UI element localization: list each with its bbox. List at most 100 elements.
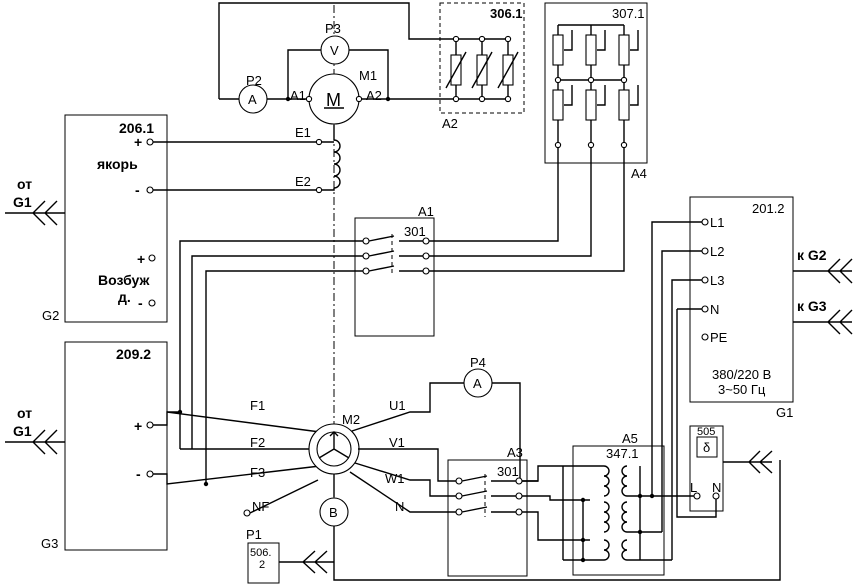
terminal-a1 [305,95,313,103]
symbol-p2: A [248,92,257,107]
label-347-1: 347.1 [606,446,639,461]
label-a4: A4 [631,166,647,181]
wire-l3 [671,279,702,560]
block-306-1 [439,2,525,114]
signal-arrow-506 [279,550,334,574]
label-l1: L1 [710,215,724,230]
machine-m2 [308,423,360,475]
block-506-2 [247,542,280,584]
label-from-g1-bottom-1: от [17,405,32,421]
label-from-g1-top-1: от [17,176,32,192]
label-m2: M2 [342,412,360,427]
terminal-206-exc-minus [148,299,156,307]
label-m2-n: N [395,499,404,514]
label-f2: F2 [250,435,265,450]
label-voltage: 380/220 В [712,367,771,382]
label-209-2: 209.2 [116,346,151,362]
label-nf: NF [252,499,269,514]
label-307-1: 307.1 [612,6,645,21]
wire-f1 [153,411,321,433]
wire-nf [249,479,319,514]
terminal-206-minus [146,186,154,194]
label-w1: W1 [385,471,405,486]
wire-f3 [153,465,321,485]
label-exc-minus: - [138,295,143,311]
wire-field-leads [322,141,335,191]
supply-arrow-g1-bottom [5,429,65,455]
label-505: 505 [697,426,715,438]
label-206-1: 206.1 [119,120,154,136]
label-p3: P3 [325,21,341,36]
terminal-l2 [701,247,709,255]
wire-n-link [676,308,717,518]
label-301-a1: 301 [404,224,426,239]
terminal-a2-motor [355,95,363,103]
label-209-minus: - [136,466,141,482]
wire-l-join [652,531,672,561]
label-a2: A2 [366,88,382,103]
terminal-nf [243,509,251,517]
wire-l2 [661,250,702,532]
block-307-1 [544,2,648,164]
terminal-l3 [701,276,709,284]
label-e1: E1 [295,125,311,140]
label-g1: G1 [776,405,793,420]
symbol-505: δ [703,440,710,455]
label-g2: G2 [42,308,59,323]
wire-l1 [651,221,702,496]
terminal-n [701,305,709,313]
terminal-e2 [315,186,323,194]
label-frequency: 3~50 Гц [718,382,766,397]
block-301-a3 [447,459,528,577]
symbol-m1: M [326,90,341,110]
terminal-209-plus [146,421,154,429]
block-505-indicator [696,436,718,458]
junction [203,481,209,487]
supply-arrow-g3 [793,309,853,335]
wire-v1 [358,448,458,482]
label-209-plus: + [134,418,142,434]
label-206-minus: - [135,182,140,198]
wire-p3-left [287,49,321,99]
rheostat-bank-306-1 [445,35,519,103]
label-l3: L3 [710,273,724,288]
label-201-2: 201.2 [752,201,785,216]
label-m1: M1 [359,68,377,83]
terminal-206-exc-plus [148,254,156,262]
label-to-g2: к G2 [797,247,827,263]
junction [177,409,183,415]
label-p4: P4 [470,355,486,370]
block-505 [689,425,724,512]
block-209-2 [64,341,168,551]
block-201-2 [689,196,794,403]
label-a1-block: A1 [418,204,434,219]
label-a3: A3 [507,445,523,460]
block-301-a1 [354,217,435,337]
label-pe: PE [710,330,728,345]
wire-n [349,471,458,513]
wire-w1 [354,462,458,497]
terminal-206-plus [146,138,154,146]
label-a5: A5 [622,431,638,446]
label-armature: якорь [97,156,138,172]
voltmeter-p3 [320,35,350,65]
terminal-pe [701,333,709,341]
switch-301-a3 [455,465,563,541]
transformer-347-1 [562,465,655,563]
label-p2: P2 [246,73,262,88]
label-505-n: N [712,480,721,495]
label-a1: A1 [290,88,306,103]
wire-armature [153,141,319,191]
wire-p3-right [349,49,389,99]
label-u1: U1 [389,398,406,413]
label-301-a3: 301 [497,464,519,479]
label-505-l: L [690,480,697,495]
label-506-2-a: 506. [250,547,271,559]
wire-f2 [179,412,320,450]
label-e2: E2 [295,174,311,189]
supply-arrow-g1-top [5,200,65,226]
label-n: N [710,302,719,317]
label-506-2-b: 2 [259,559,265,571]
junction [285,96,291,102]
label-from-g1-bottom-2: G1 [13,423,32,439]
